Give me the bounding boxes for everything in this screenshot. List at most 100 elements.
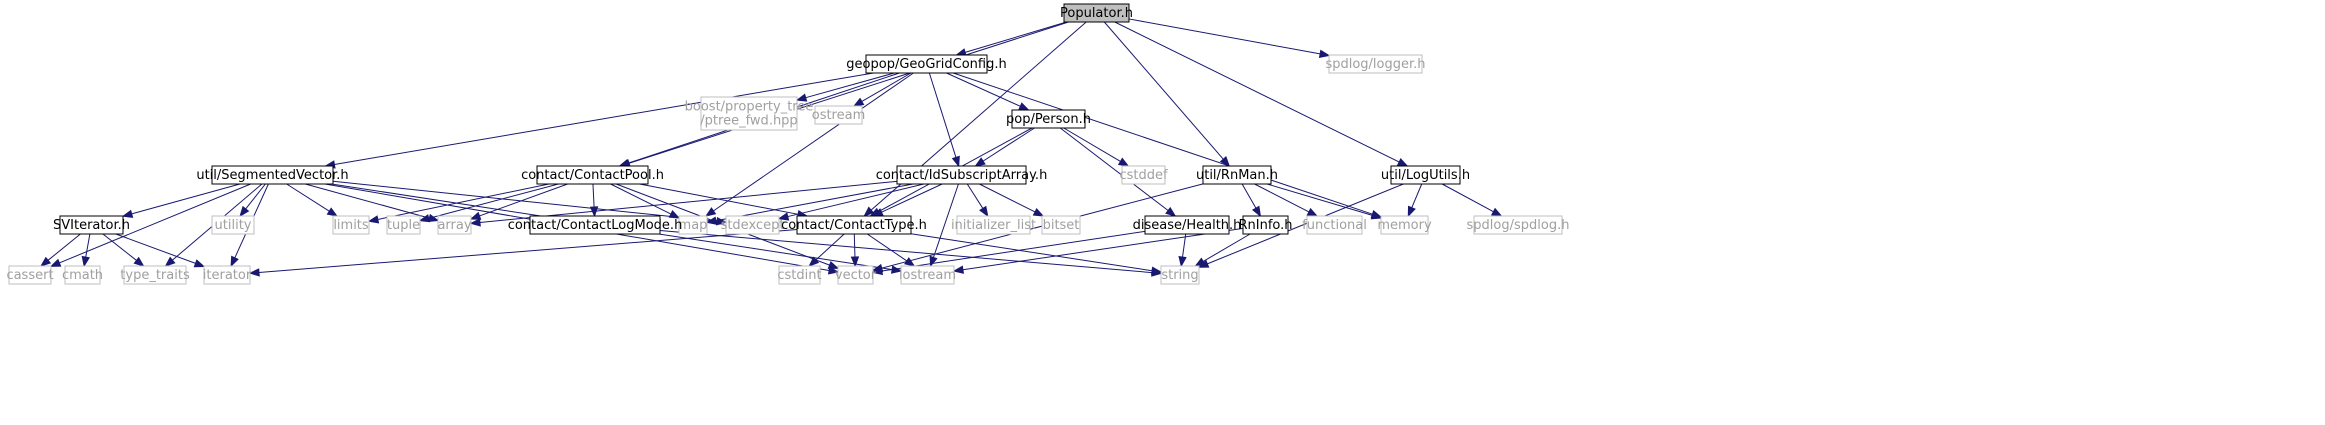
arrow-head xyxy=(863,206,875,217)
edge-person-to-cstddef xyxy=(1063,127,1130,167)
node-box xyxy=(536,165,649,185)
node-label: SVIterator.h xyxy=(53,218,130,233)
edge-geogridconfig-to-person xyxy=(946,72,1030,111)
node-contactlogmode[interactable]: contact/ContactLogMode.h xyxy=(508,215,683,235)
node-label: util/SegmentedVector.h xyxy=(196,168,348,183)
edge-segvec-to-limits xyxy=(286,183,339,217)
node-box xyxy=(203,265,251,285)
arrow-head xyxy=(469,218,481,227)
arrow-head xyxy=(979,205,989,218)
node-box xyxy=(956,215,1031,235)
node-label: contact/IdSubscriptArray.h xyxy=(876,168,1048,183)
node-box xyxy=(64,265,101,285)
edge-line xyxy=(861,72,912,102)
edge-line xyxy=(1267,183,1373,216)
arrow-head xyxy=(133,256,145,267)
node-geogridconfig[interactable]: geopop/GeoGridConfig.h xyxy=(846,54,1007,74)
node-populator[interactable]: Populator.h xyxy=(1060,3,1133,23)
edge-line xyxy=(1114,21,1400,163)
node-label: pop/Person.h xyxy=(1006,112,1091,127)
node-box xyxy=(123,265,187,285)
node-cstddef: cstddef xyxy=(1119,165,1168,185)
node-health[interactable]: disease/Health.h xyxy=(1133,215,1242,235)
node-rninfo[interactable]: RnInfo.h xyxy=(1238,215,1293,235)
node-label: iostream xyxy=(899,268,956,283)
edge-contactpool-to-tuple xyxy=(418,183,559,223)
arrow-head xyxy=(704,207,717,217)
node-label: cmath xyxy=(62,268,103,283)
node-logutils[interactable]: util/LogUtils.h xyxy=(1381,165,1470,185)
node-person[interactable]: pop/Person.h xyxy=(1006,109,1091,129)
arrow-head xyxy=(904,257,916,267)
node-segvec[interactable]: util/SegmentedVector.h xyxy=(196,165,349,185)
node-box xyxy=(900,265,955,285)
edge-line xyxy=(610,183,672,215)
edge-logutils-to-memory xyxy=(1407,183,1423,218)
node-idsub[interactable]: contact/IdSubscriptArray.h xyxy=(876,165,1048,185)
edge-line xyxy=(1207,183,1404,265)
arrow-head xyxy=(795,93,808,102)
edge-line xyxy=(815,233,845,261)
node-contacttype[interactable]: contact/ContactType.h xyxy=(781,215,927,235)
edge-line xyxy=(713,72,914,212)
edge-health-to-string xyxy=(1178,233,1187,268)
edge-geogridconfig-to-map xyxy=(704,72,914,217)
node-iostream: iostream xyxy=(899,265,956,285)
edge-contactpool-to-vector xyxy=(615,183,840,269)
node-memory: memory xyxy=(1377,215,1432,235)
node-label: geopop/GeoGridConfig.h xyxy=(846,57,1006,72)
edge-contacttype-to-iterator xyxy=(248,229,798,277)
node-spdlog_logger: spdlog/logger.h xyxy=(1325,54,1426,74)
node-label: utility xyxy=(215,218,252,233)
edge-line xyxy=(1254,183,1310,213)
node-label: util/LogUtils.h xyxy=(1381,168,1470,183)
node-label: /ptree_fwd.hpp xyxy=(700,114,797,129)
node-box xyxy=(700,96,798,131)
edge-idsub-to-map xyxy=(705,183,914,225)
arrow-head xyxy=(367,215,380,224)
edge-line xyxy=(982,127,1035,162)
node-rnman[interactable]: util/RnMan.h xyxy=(1196,165,1278,185)
node-sviterator[interactable]: SVIterator.h xyxy=(53,215,130,235)
node-box xyxy=(59,215,124,235)
edge-populator-to-rnman xyxy=(1103,21,1231,168)
edge-idsub-to-stdexcept xyxy=(777,183,924,221)
node-ostream: ostream xyxy=(812,105,865,125)
edge-line xyxy=(715,183,914,222)
arrow-head xyxy=(1165,206,1177,217)
node-label: array xyxy=(437,218,471,233)
edge-sviterator-to-cassert xyxy=(39,233,81,267)
edge-line xyxy=(881,183,943,213)
edge-line xyxy=(962,227,1244,271)
node-box xyxy=(678,215,708,235)
edge-rnman-to-rninfo xyxy=(1241,183,1262,218)
edge-line xyxy=(85,233,91,258)
node-label: vector xyxy=(835,268,877,283)
arrow-head xyxy=(326,207,339,217)
edge-line xyxy=(334,72,874,165)
node-box xyxy=(1011,109,1086,129)
edge-health-to-vector xyxy=(871,230,1146,276)
edge-line xyxy=(47,233,81,261)
edge-line xyxy=(286,183,330,212)
arrow-head xyxy=(1032,207,1045,217)
node-contactpool[interactable]: contact/ContactPool.h xyxy=(521,165,664,185)
node-label: cstddef xyxy=(1119,168,1168,183)
edge-line xyxy=(102,233,137,261)
arrow-head xyxy=(974,157,986,167)
edge-line xyxy=(659,230,1153,274)
arrow-head xyxy=(1490,207,1503,217)
arrow-head xyxy=(39,256,52,267)
arrow-head xyxy=(1194,257,1206,267)
edge-line xyxy=(628,21,1069,164)
node-box xyxy=(1041,215,1081,235)
edge-populator-to-spdlog_logger xyxy=(1128,18,1331,58)
node-label: cassert xyxy=(6,268,53,283)
edge-line xyxy=(866,233,908,262)
node-box xyxy=(1306,215,1363,235)
edge-contactpool-to-map xyxy=(610,183,681,219)
node-box xyxy=(1473,215,1563,235)
edge-line xyxy=(881,230,1146,272)
arrow-head xyxy=(1396,158,1409,167)
node-vector: vector xyxy=(835,265,877,285)
